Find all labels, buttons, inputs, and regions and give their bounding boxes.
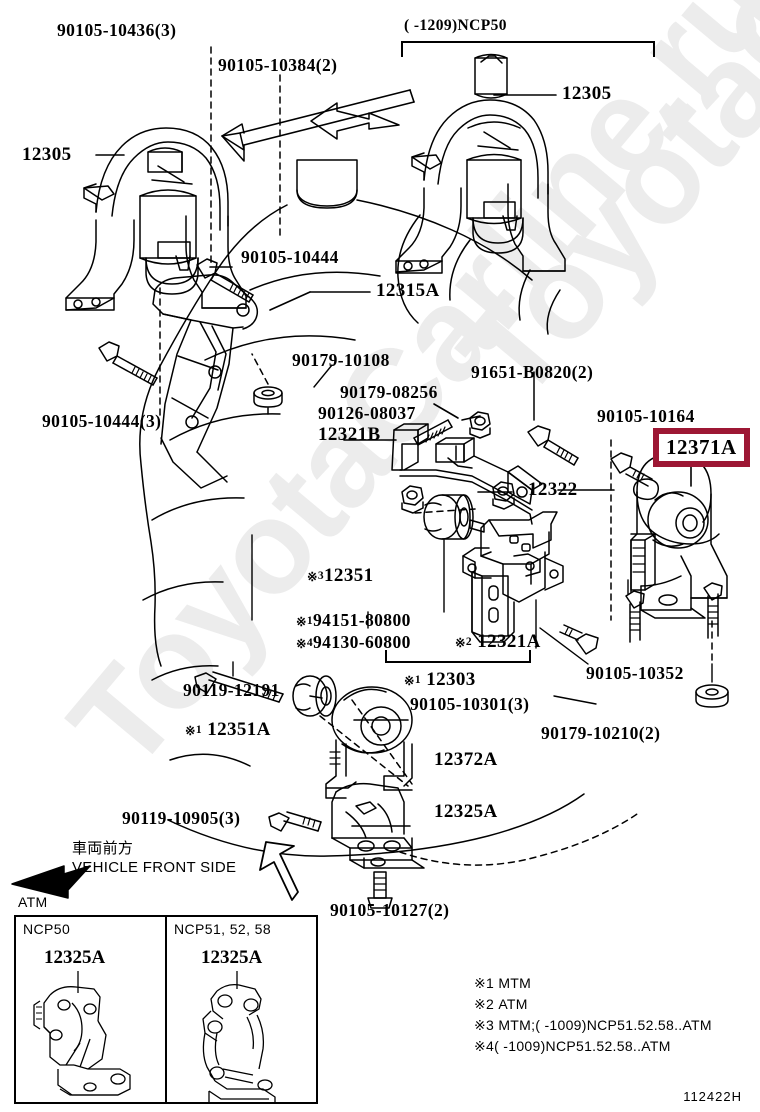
callout-90179-10210: 90179-10210(2) [541, 723, 661, 743]
callout-12321A: ※2 12321A [455, 632, 541, 651]
callout-12321A-text: 12321A [477, 631, 541, 652]
table-header-ncp51-52-58: NCP51, 52, 58 [174, 921, 272, 937]
callout-90179-08256: 90179-08256 [340, 382, 438, 402]
callout-90105-10384: 90105-10384(2) [218, 55, 338, 75]
group-bracket-12303 [385, 650, 531, 663]
callout-91651-B0820: 91651-B0820(2) [471, 362, 594, 382]
callout-90119-12191: 90119-12191 [183, 680, 280, 700]
callout-12321B: 12321B [318, 424, 381, 445]
legend-item-1: ※1 MTM [474, 974, 531, 993]
callout-12372A: 12372A [434, 749, 498, 770]
callout-90119-10905: 90119-10905(3) [122, 808, 241, 828]
callout-12351: ※312351 [307, 566, 374, 585]
callout-90105-10164: 90105-10164 [597, 406, 695, 426]
vehicle-front-jp: 車両前方 [72, 839, 134, 857]
callout-12305-right: 12305 [562, 83, 612, 104]
callout-90105-10301: 90105-10301(3) [410, 694, 530, 714]
callout-90105-10436: 90105-10436(3) [57, 20, 177, 40]
table-part-ncp51-52-58: 12325A [201, 947, 263, 968]
callout-94130-text: 94130-60800 [313, 632, 411, 652]
callout-90105-10127: 90105-10127(2) [330, 900, 450, 920]
callout-90105-10444: 90105-10444 [241, 247, 339, 267]
legend-mark: ※4 [474, 1038, 495, 1054]
footnote-mark: ※ [296, 615, 307, 629]
legend-text: MTM;( -1009)NCP51.52.58..ATM [498, 1017, 712, 1033]
table-cell-ncp50: NCP50 12325A [16, 917, 165, 1102]
legend-mark: ※1 [474, 975, 495, 991]
callout-90105-10352: 90105-10352 [586, 663, 684, 683]
footnote-mark: ※ [296, 637, 307, 651]
footnote-mark: ※ [307, 570, 318, 584]
footnote-number: 1 [195, 724, 203, 736]
legend-text: ( -1009)NCP51.52.58..ATM [494, 1038, 671, 1054]
legend-text: ATM [498, 996, 528, 1012]
diagram-code: 112422H [683, 1089, 742, 1104]
footnote-mark: ※ [185, 724, 196, 738]
callout-12325A: 12325A [434, 801, 498, 822]
callout-90179-10108: 90179-10108 [292, 350, 390, 370]
legend-item-4: ※4( -1009)NCP51.52.58..ATM [474, 1037, 671, 1056]
callout-94130-60800: ※494130-60800 [296, 632, 411, 652]
callout-12322: 12322 [528, 479, 578, 500]
atm-table-title: ATM [18, 894, 48, 910]
footnote-number: 4 [306, 637, 314, 649]
highlighted-part-12371A[interactable]: 12371A [653, 428, 750, 468]
callout-12351A-text: 12351A [207, 719, 271, 740]
footnote-mark: ※ [404, 674, 415, 688]
legend-mark: ※3 [474, 1017, 495, 1033]
bracket-illustration-ncp51 [202, 971, 276, 1102]
bracket-illustration-ncp50 [33, 971, 131, 1096]
footnote-mark: ※ [455, 636, 466, 650]
footnote-number: 1 [414, 674, 422, 686]
vehicle-front-en: VEHICLE FRONT SIDE [72, 859, 237, 876]
callout-94151-text: 94151-80800 [313, 610, 411, 630]
table-part-ncp50: 12325A [44, 947, 106, 968]
group-bracket [401, 41, 655, 57]
footnote-number: 1 [306, 615, 314, 627]
callout-94151-80800: ※194151-80800 [296, 610, 411, 630]
group-header-label: ( -1209)NCP50 [404, 17, 507, 34]
legend-mark: ※2 [474, 996, 495, 1012]
callout-12305-left: 12305 [22, 144, 72, 165]
footnote-number: 2 [465, 636, 473, 648]
legend-item-3: ※3 MTM;( -1009)NCP51.52.58..ATM [474, 1016, 712, 1035]
callout-12351A: ※1 12351A [185, 720, 271, 739]
highlighted-part-label: 12371A [666, 435, 737, 459]
callout-12351-text: 12351 [324, 565, 374, 586]
footnote-number: 3 [317, 570, 325, 582]
callout-12303: ※1 12303 [404, 670, 476, 689]
callout-12315A: 12315A [376, 280, 440, 301]
atm-variant-table: NCP50 12325A [14, 915, 318, 1104]
callout-90126-08037: 90126-08037 [318, 403, 416, 423]
callout-12303-text: 12303 [426, 669, 476, 690]
legend-item-2: ※2 ATM [474, 995, 528, 1014]
callout-90105-10444-3: 90105-10444(3) [42, 411, 162, 431]
legend-text: MTM [498, 975, 532, 991]
table-cell-ncp51-52-58: NCP51, 52, 58 12325A [165, 917, 316, 1102]
table-header-ncp50: NCP50 [23, 921, 71, 937]
